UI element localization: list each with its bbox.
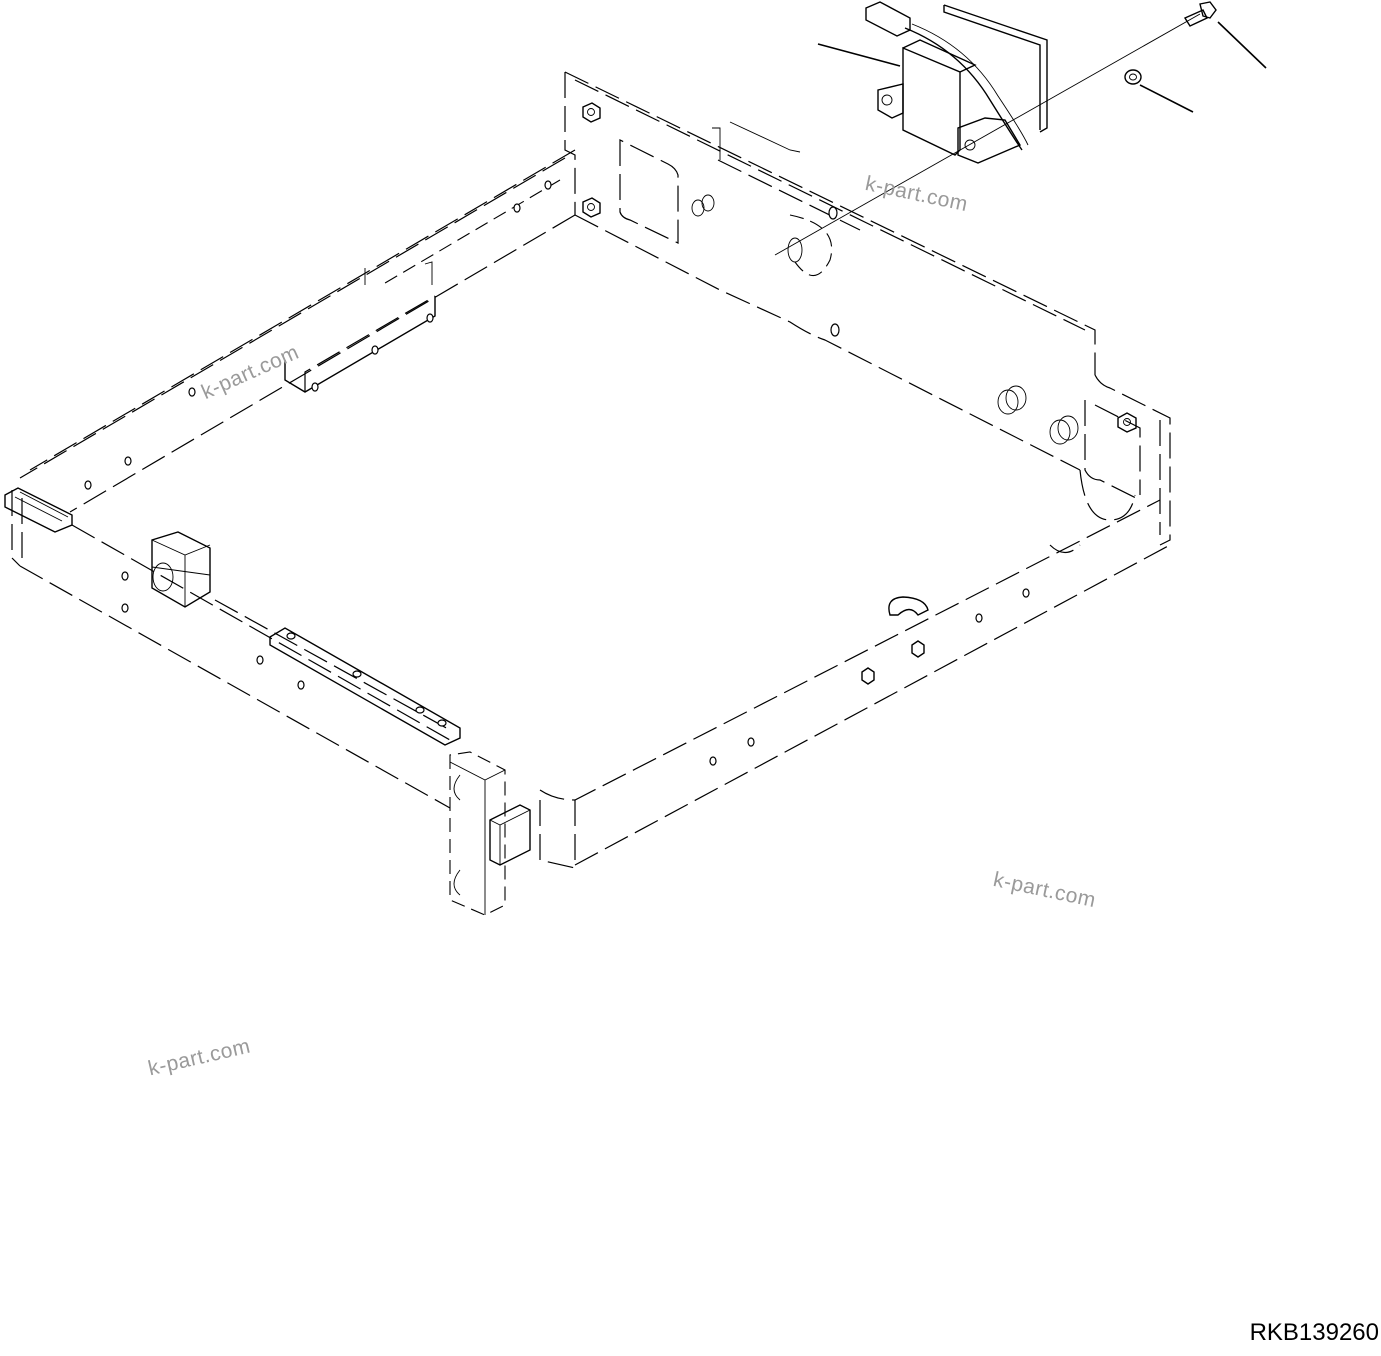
bolt <box>1183 1 1217 27</box>
front-left-rail <box>19 524 531 916</box>
left-side-rail <box>4 149 576 567</box>
leader-line-washer <box>1139 84 1194 113</box>
rear-frame-plate <box>564 71 1171 554</box>
front-right-rail <box>539 499 1171 869</box>
drawing-id-label: RKB139260 <box>1249 1319 1379 1346</box>
assembly-axis-line <box>774 13 1201 256</box>
washer <box>1124 69 1142 85</box>
buzzer-unit <box>865 1 1048 164</box>
leader-line-bolt <box>1217 21 1267 69</box>
leader-line-buzzer <box>817 43 901 67</box>
